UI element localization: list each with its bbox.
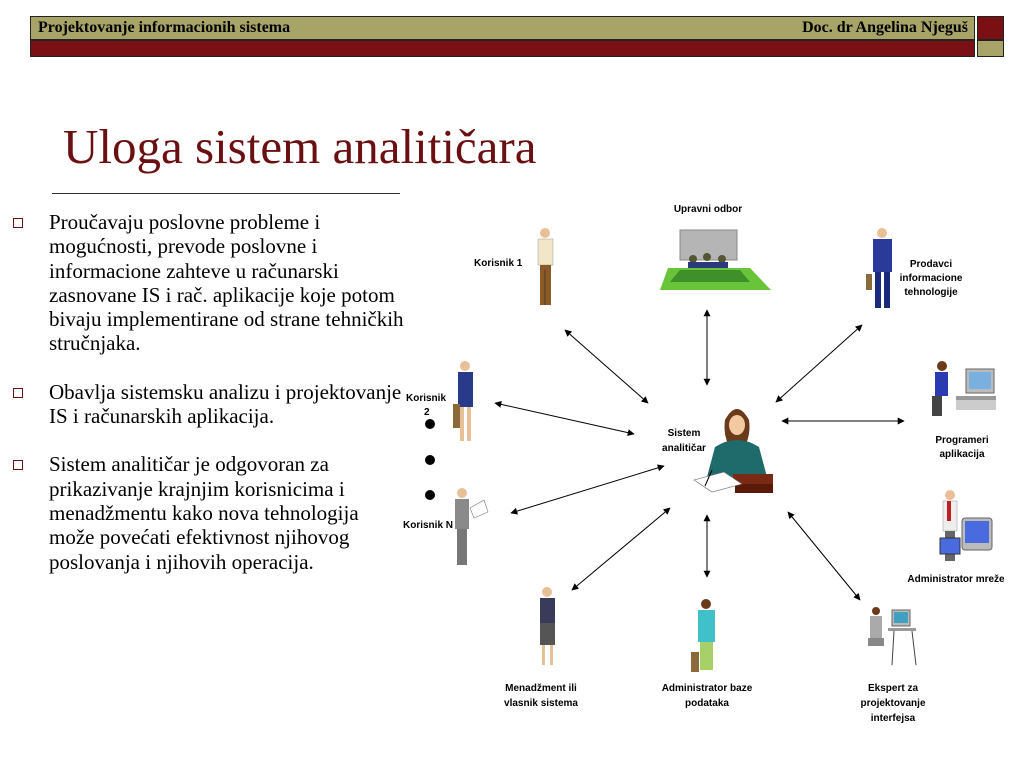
programmer-figure-icon	[932, 361, 996, 416]
analyst-figure-icon	[693, 409, 773, 493]
arrow-korisnik2	[494, 400, 635, 437]
bullet-text: Obavlja sistemsku analizu i projektovanj…	[49, 379, 402, 429]
ekspert-label-line2: projektovanje	[860, 698, 925, 709]
header-bar	[30, 40, 975, 57]
prodavci-label-line2: informacione	[900, 273, 963, 284]
arrow-korisnik1	[564, 329, 649, 404]
menadzment-label-line1: Menadžment ili	[505, 683, 577, 694]
author-name: Doc. dr Angelina Njeguš	[802, 19, 968, 36]
course-title: Projektovanje informacionih sistema	[38, 19, 291, 36]
bullet-text: Sistem analitičar je odgovoran za prikaz…	[49, 452, 359, 574]
prodavci-label-line3: tehnologije	[904, 287, 958, 298]
title-underline	[52, 193, 400, 194]
bullet-list: Proučavaju poslovne probleme i mogućnost…	[10, 210, 405, 598]
bullet-icon	[13, 460, 23, 471]
admin-baze-label-line1: Administrator baze	[662, 683, 753, 694]
ekspert-label-line3: interfejsa	[871, 713, 916, 724]
center-label-line1: Sistem	[668, 428, 701, 439]
bullet-item: Obavlja sistemsku analizu i projektovanj…	[10, 380, 405, 429]
slide-title: Uloga sistem analitičara	[63, 119, 537, 174]
admin-baze-label-line2: podataka	[685, 698, 729, 709]
header-accent-square	[977, 16, 1004, 40]
korisnik1-label: Korisnik 1	[474, 258, 523, 269]
slide-header: Projektovanje informacionih sistema Doc.…	[30, 16, 975, 40]
programeri-label-line2: aplikacija	[939, 449, 984, 460]
korisnik2-label-line1: Korisnik	[406, 393, 446, 404]
vendor-figure-icon	[866, 228, 892, 308]
user1-figure-icon	[537, 228, 554, 305]
center-label-line2: analitičar	[662, 443, 706, 454]
ekspert-label-line1: Ekspert za	[868, 683, 918, 694]
ellipsis-dots-icon	[425, 419, 435, 500]
userN-figure-icon	[455, 488, 489, 565]
upravni-odbor-label: Upravni odbor	[674, 204, 742, 215]
arrow-menadzment	[571, 507, 671, 591]
header-accent-square-2	[977, 40, 1004, 57]
interface-expert-figure-icon	[868, 607, 917, 666]
bullet-icon	[13, 387, 23, 398]
bullet-icon	[13, 218, 23, 228]
user2-figure-icon	[453, 361, 473, 441]
connector-arrows	[494, 309, 905, 601]
bullet-item: Sistem analitičar je odgovoran za prikaz…	[10, 452, 405, 574]
korisnikN-label: Korisnik N	[403, 520, 453, 531]
admin-mreze-label: Administrator mreže	[907, 574, 1005, 585]
prodavci-label-line1: Prodavci	[910, 259, 952, 270]
network-admin-figure-icon	[939, 490, 993, 561]
stakeholder-diagram: Sistem analitičar Upravni odbor Korisnik…	[403, 204, 1005, 724]
manager-figure-icon	[540, 587, 555, 665]
db-admin-figure-icon	[691, 599, 715, 672]
arrow-prodavci	[775, 324, 863, 403]
bullet-item: Proučavaju poslovne probleme i mogućnost…	[10, 210, 405, 356]
arrow-korisnikN	[510, 464, 665, 515]
menadzment-label-line2: vlasnik sistema	[504, 698, 578, 709]
arrow-ekspert	[787, 511, 861, 601]
board-meeting-icon	[660, 229, 771, 290]
programeri-label-line1: Programeri	[935, 435, 989, 446]
bullet-text: Proučavaju poslovne probleme i mogućnost…	[49, 210, 404, 356]
korisnik2-label-line2: 2	[424, 407, 430, 418]
